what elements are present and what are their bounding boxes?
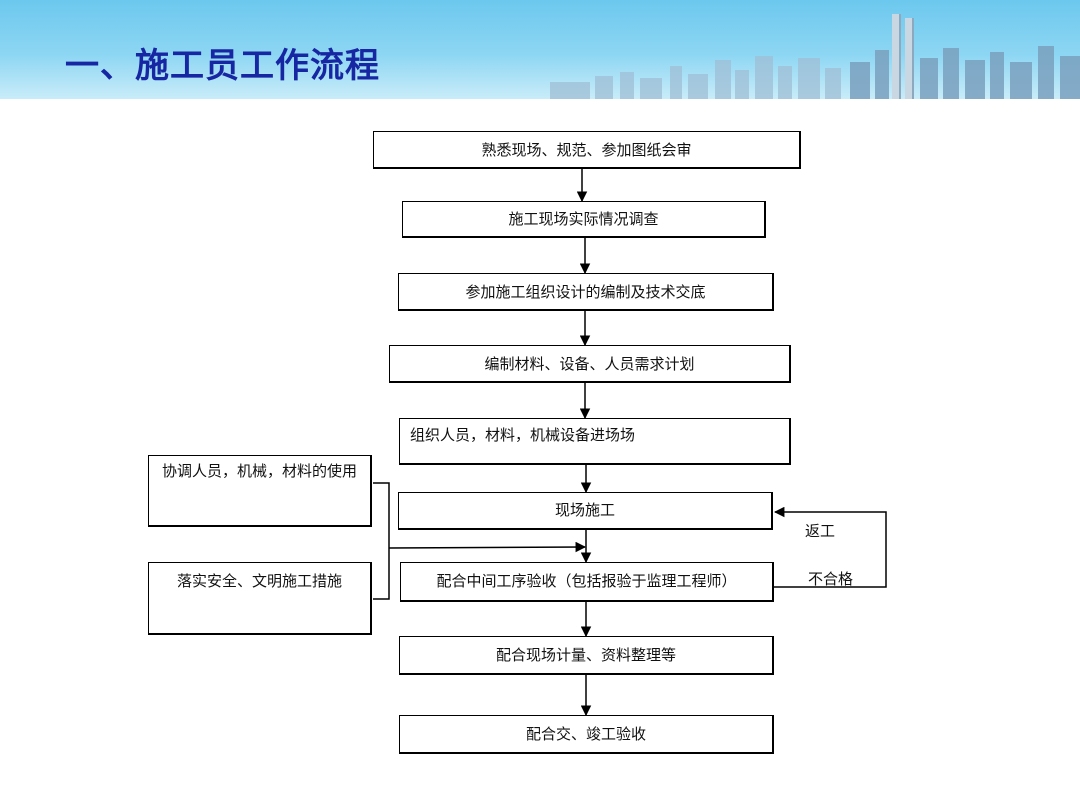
- step-2-box: 施工现场实际情况调查: [402, 201, 766, 238]
- step-7-text: 配合中间工序验收（包括报验于监理工程师）: [436, 572, 737, 590]
- step-6-box: 现场施工: [398, 492, 773, 530]
- coordinate-text: 协调人员，机械，材料的使用: [161, 462, 357, 480]
- step-9-text: 配合交、竣工验收: [525, 725, 646, 743]
- city-skyline-image: [550, 14, 1080, 99]
- page-title: 一、施工员工作流程: [65, 46, 380, 86]
- safety-text: 落实安全、文明施工措施: [176, 572, 342, 590]
- step-6-text: 现场施工: [554, 501, 615, 519]
- header-banner: [0, 0, 1080, 99]
- side-bracket: [373, 482, 390, 600]
- step-5-text: 组织人员，材料，机械设备进场场: [410, 426, 636, 444]
- step-3-box: 参加施工组织设计的编制及技术交底: [398, 273, 774, 311]
- rework-label: 返工: [805, 522, 836, 540]
- step-4-box: 编制材料、设备、人员需求计划: [389, 345, 791, 383]
- step-2-text: 施工现场实际情况调查: [508, 210, 659, 228]
- step-5-box: 组织人员，材料，机械设备进场场: [399, 418, 791, 465]
- step-3-text: 参加施工组织设计的编制及技术交底: [465, 283, 706, 301]
- step-8-box: 配合现场计量、资料整理等: [399, 636, 774, 675]
- step-1-box: 熟悉现场、规范、参加图纸会审: [373, 131, 801, 169]
- safety-box: 落实安全、文明施工措施: [148, 562, 372, 635]
- step-7-box: 配合中间工序验收（包括报验于监理工程师）: [400, 562, 774, 602]
- step-4-text: 编制材料、设备、人员需求计划: [484, 355, 695, 373]
- unqualified-label: 不合格: [808, 570, 854, 588]
- rework-loop: [773, 506, 887, 588]
- step-9-box: 配合交、竣工验收: [399, 715, 774, 754]
- step-1-text: 熟悉现场、规范、参加图纸会审: [481, 141, 692, 159]
- coordinate-box: 协调人员，机械，材料的使用: [148, 455, 372, 527]
- side-to-flow-arrow: [388, 541, 587, 553]
- step-8-text: 配合现场计量、资料整理等: [495, 646, 676, 664]
